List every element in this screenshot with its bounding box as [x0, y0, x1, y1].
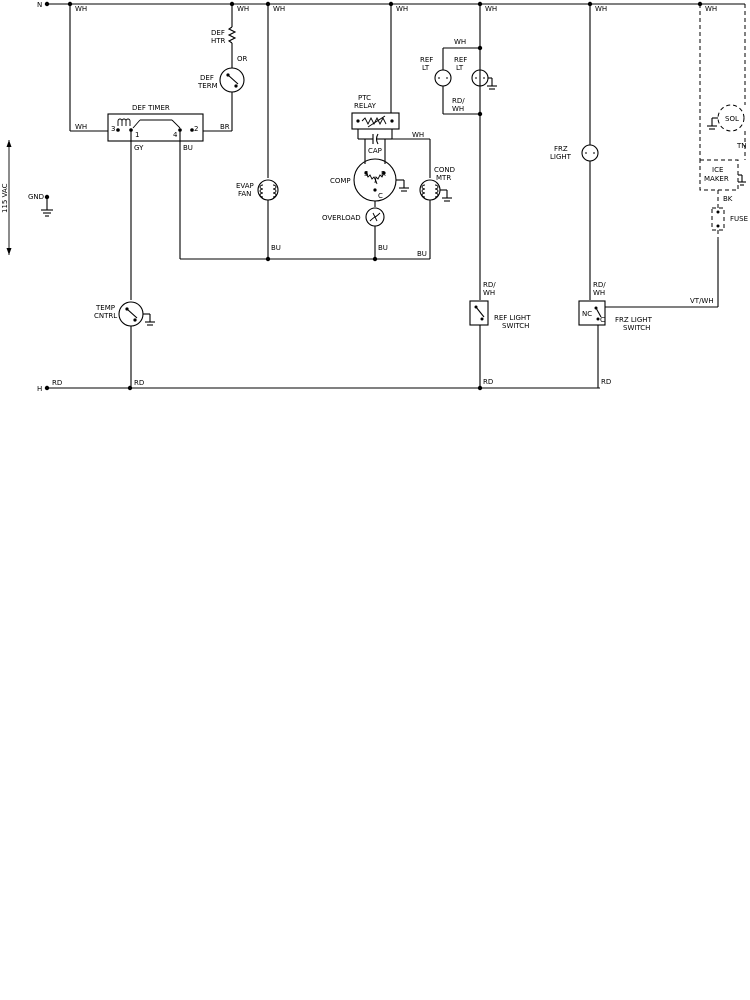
ref-lt-label-2: LT [456, 64, 464, 72]
frz-light-label: FRZ [554, 145, 568, 153]
comp-terminal-r: R [381, 170, 386, 178]
timer-terminal-4: 4 [173, 131, 178, 139]
comp-terminal-c: C [378, 192, 383, 200]
ref-lt-label: LT [422, 64, 430, 72]
wire-label-wh: WH [75, 5, 87, 13]
wire-label-wh: WH [485, 5, 497, 13]
def-timer [107, 113, 204, 142]
fuse [711, 207, 725, 231]
wire-label-rdwh: WH [452, 105, 464, 113]
wire-label-wh: WH [412, 131, 424, 139]
ground-symbol [41, 194, 53, 217]
evap-fan-label: EVAP [236, 182, 254, 190]
def-term-label: TERM [197, 82, 218, 90]
label-h: H [37, 385, 42, 393]
ref-switch-label: SWITCH [502, 322, 529, 330]
wire-label-br: BR [220, 123, 230, 131]
solenoid [707, 104, 745, 132]
temp-cntrl-label: TEMP [95, 304, 115, 312]
wire-label-wh: WH [273, 5, 285, 13]
timer-terminal-3: 3 [111, 125, 115, 133]
def-timer-label: DEF TIMER [132, 104, 170, 112]
wire-label-rd: RD [601, 378, 611, 386]
def-term-label: DEF [200, 74, 214, 82]
frz-switch-label: SWITCH [623, 324, 650, 332]
evap-fan-label: FAN [238, 190, 251, 198]
timer-terminal-2: 2 [194, 125, 198, 133]
wire-label-rd: RD [134, 379, 144, 387]
wire-label-bk: BK [723, 195, 733, 203]
switch-nc-label: NC [582, 310, 592, 318]
ptc-relay-label: PTC [358, 94, 371, 102]
wire-label-bu: BU [378, 244, 388, 252]
cond-mtr-label: MTR [436, 174, 451, 182]
label-gnd: GND [28, 193, 44, 201]
ref-lt-label-2: REF [454, 56, 467, 64]
frz-light-switch [578, 300, 606, 326]
run-capacitor [357, 129, 393, 145]
wire-label-wh: WH [595, 5, 607, 13]
sol-label: SOL [725, 115, 739, 123]
wire-label-rd: RD [483, 378, 493, 386]
frz-light-bulb [581, 144, 599, 162]
evap-fan-motor [257, 179, 279, 201]
cond-mtr-label: COND [434, 166, 455, 174]
wire-label-vtwh: VT/WH [690, 297, 714, 305]
overload-protector [365, 207, 385, 227]
ptc-relay [351, 112, 400, 130]
wire-label-tn: TN [736, 142, 747, 150]
cap-label: CAP [368, 147, 382, 155]
ref-lt-label: REF [420, 56, 433, 64]
fuse-label: FUSE [730, 215, 748, 223]
ref-light-bulb-2 [471, 69, 497, 90]
wire-label-wh: WH [237, 5, 249, 13]
vac-indicator [6, 140, 12, 255]
ptc-relay-label: RELAY [354, 102, 377, 110]
cond-fan-motor [419, 179, 452, 202]
overload-label: OVERLOAD [322, 214, 361, 222]
wire-label-wh: WH [705, 5, 717, 13]
switch-c-label: C [600, 316, 605, 324]
wire-label-rd: RD [52, 379, 62, 387]
wire-label-rdwh: RD/ [483, 281, 496, 289]
wire-label-bu: BU [271, 244, 281, 252]
wire-label-wh: WH [454, 38, 466, 46]
label-115-vac: 115 VAC [1, 183, 9, 213]
ice-maker-optional-wiring [699, 4, 746, 240]
wire-label-rdwh: RD/ [593, 281, 606, 289]
timer-terminal-1: 1 [135, 131, 139, 139]
ref-switch-label: REF LIGHT [494, 314, 531, 322]
ice-maker [699, 159, 746, 191]
def-htr-label: DEF [211, 29, 225, 37]
wire-label-bu: BU [183, 144, 193, 152]
wire-label-wh: WH [75, 123, 87, 131]
wire-label-wh: WH [396, 5, 408, 13]
ref-light-switch [469, 300, 489, 326]
wire-label-rdwh: WH [483, 289, 495, 297]
terminal-dots [44, 1, 703, 391]
frz-switch-label: FRZ LIGHT [615, 316, 653, 324]
wire-label-gy: GY [134, 144, 144, 152]
comp-terminal-s: S [364, 170, 369, 178]
ice-maker-label: MAKER [704, 175, 729, 183]
label-n: N [37, 1, 42, 9]
wire-label-bu: BU [417, 250, 427, 258]
frz-light-label: LIGHT [550, 153, 572, 161]
wire-label-or: OR [237, 55, 248, 63]
ref-light-bulb [434, 69, 452, 87]
def-term-switch [219, 67, 245, 93]
comp-label: COMP [330, 177, 351, 185]
temp-cntrl-label: CNTRL [94, 312, 117, 320]
wire-label-rdwh: WH [593, 289, 605, 297]
temp-control [118, 301, 155, 327]
ice-maker-label: ICE [712, 166, 723, 174]
wire-label-rdwh: RD/ [452, 97, 465, 105]
def-htr-label: HTR [211, 37, 226, 45]
